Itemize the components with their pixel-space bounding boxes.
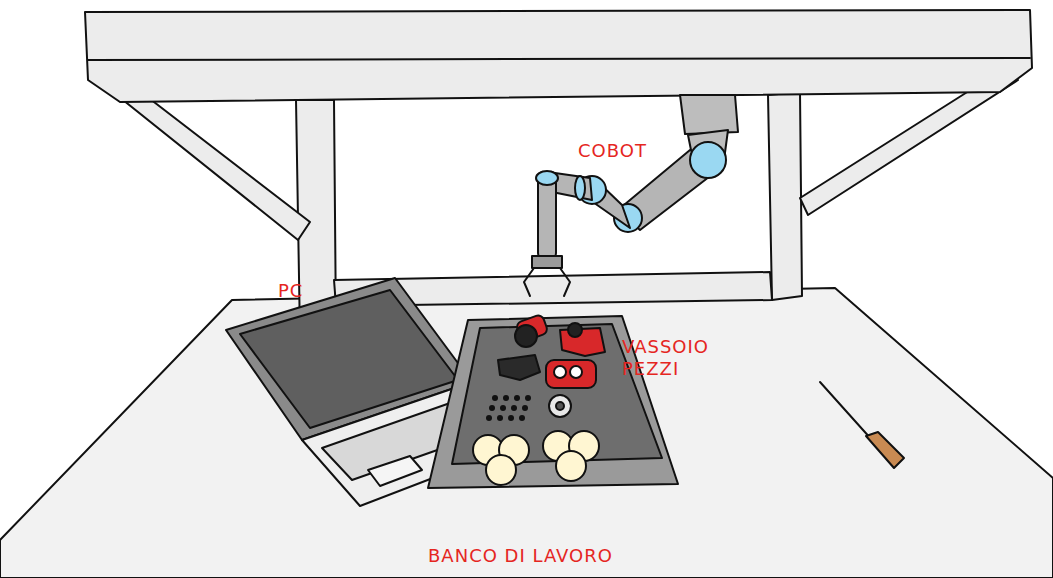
workbench bbox=[0, 288, 1053, 578]
part-label: BANCO DI LAVORO bbox=[428, 545, 688, 567]
parts-tray-shape bbox=[556, 402, 564, 410]
screwdriver-shape bbox=[866, 432, 904, 468]
cobot-arm-shape bbox=[524, 268, 534, 296]
frame-shape bbox=[680, 95, 738, 134]
part-label: COBOT bbox=[578, 140, 698, 162]
screwdriver-shape bbox=[820, 382, 872, 440]
parts-tray-shape-shape bbox=[514, 395, 520, 401]
frame-shape bbox=[85, 10, 1032, 102]
part-label: PC bbox=[278, 280, 338, 302]
parts-tray-shape-shape bbox=[525, 395, 531, 401]
workbench-shape bbox=[0, 288, 1053, 578]
screwdriver bbox=[820, 382, 904, 468]
cobot-arm-shape bbox=[560, 268, 570, 296]
parts-tray-shape-shape bbox=[522, 405, 528, 411]
frame-shape bbox=[108, 82, 310, 240]
cobot-arm-shape bbox=[575, 176, 585, 200]
parts-tray-shape bbox=[568, 323, 582, 337]
parts-tray-shape-shape bbox=[497, 415, 503, 421]
cobot-arm-shape bbox=[532, 256, 562, 268]
cobot-arm bbox=[524, 130, 728, 296]
frame-shape bbox=[88, 58, 1030, 60]
parts-tray-shape bbox=[486, 395, 531, 421]
parts-tray-shape-shape bbox=[508, 415, 514, 421]
parts-tray-shape bbox=[498, 355, 540, 380]
parts-tray-shape bbox=[546, 360, 596, 388]
parts-tray-shape bbox=[570, 366, 582, 378]
parts-tray-shape bbox=[515, 325, 537, 347]
parts-tray-shape bbox=[486, 455, 516, 485]
parts-tray-shape-shape bbox=[511, 405, 517, 411]
parts-tray-shape-shape bbox=[519, 415, 525, 421]
parts-tray-shape bbox=[554, 366, 566, 378]
parts-tray-shape-shape bbox=[486, 415, 492, 421]
part-label: VASSOIO PEZZI bbox=[622, 336, 732, 380]
parts-tray-shape-shape bbox=[503, 395, 509, 401]
parts-tray-shape bbox=[556, 451, 586, 481]
frame-shape bbox=[768, 92, 802, 300]
cobot-arm-shape bbox=[536, 171, 558, 185]
frame bbox=[85, 10, 1032, 336]
parts-tray-shape-shape bbox=[500, 405, 506, 411]
parts-tray-shape bbox=[549, 395, 571, 417]
laptop-shape bbox=[368, 456, 422, 486]
cobot-arm-shape bbox=[690, 142, 726, 178]
parts-tray-shape-shape bbox=[492, 395, 498, 401]
parts-tray-shape-shape bbox=[489, 405, 495, 411]
